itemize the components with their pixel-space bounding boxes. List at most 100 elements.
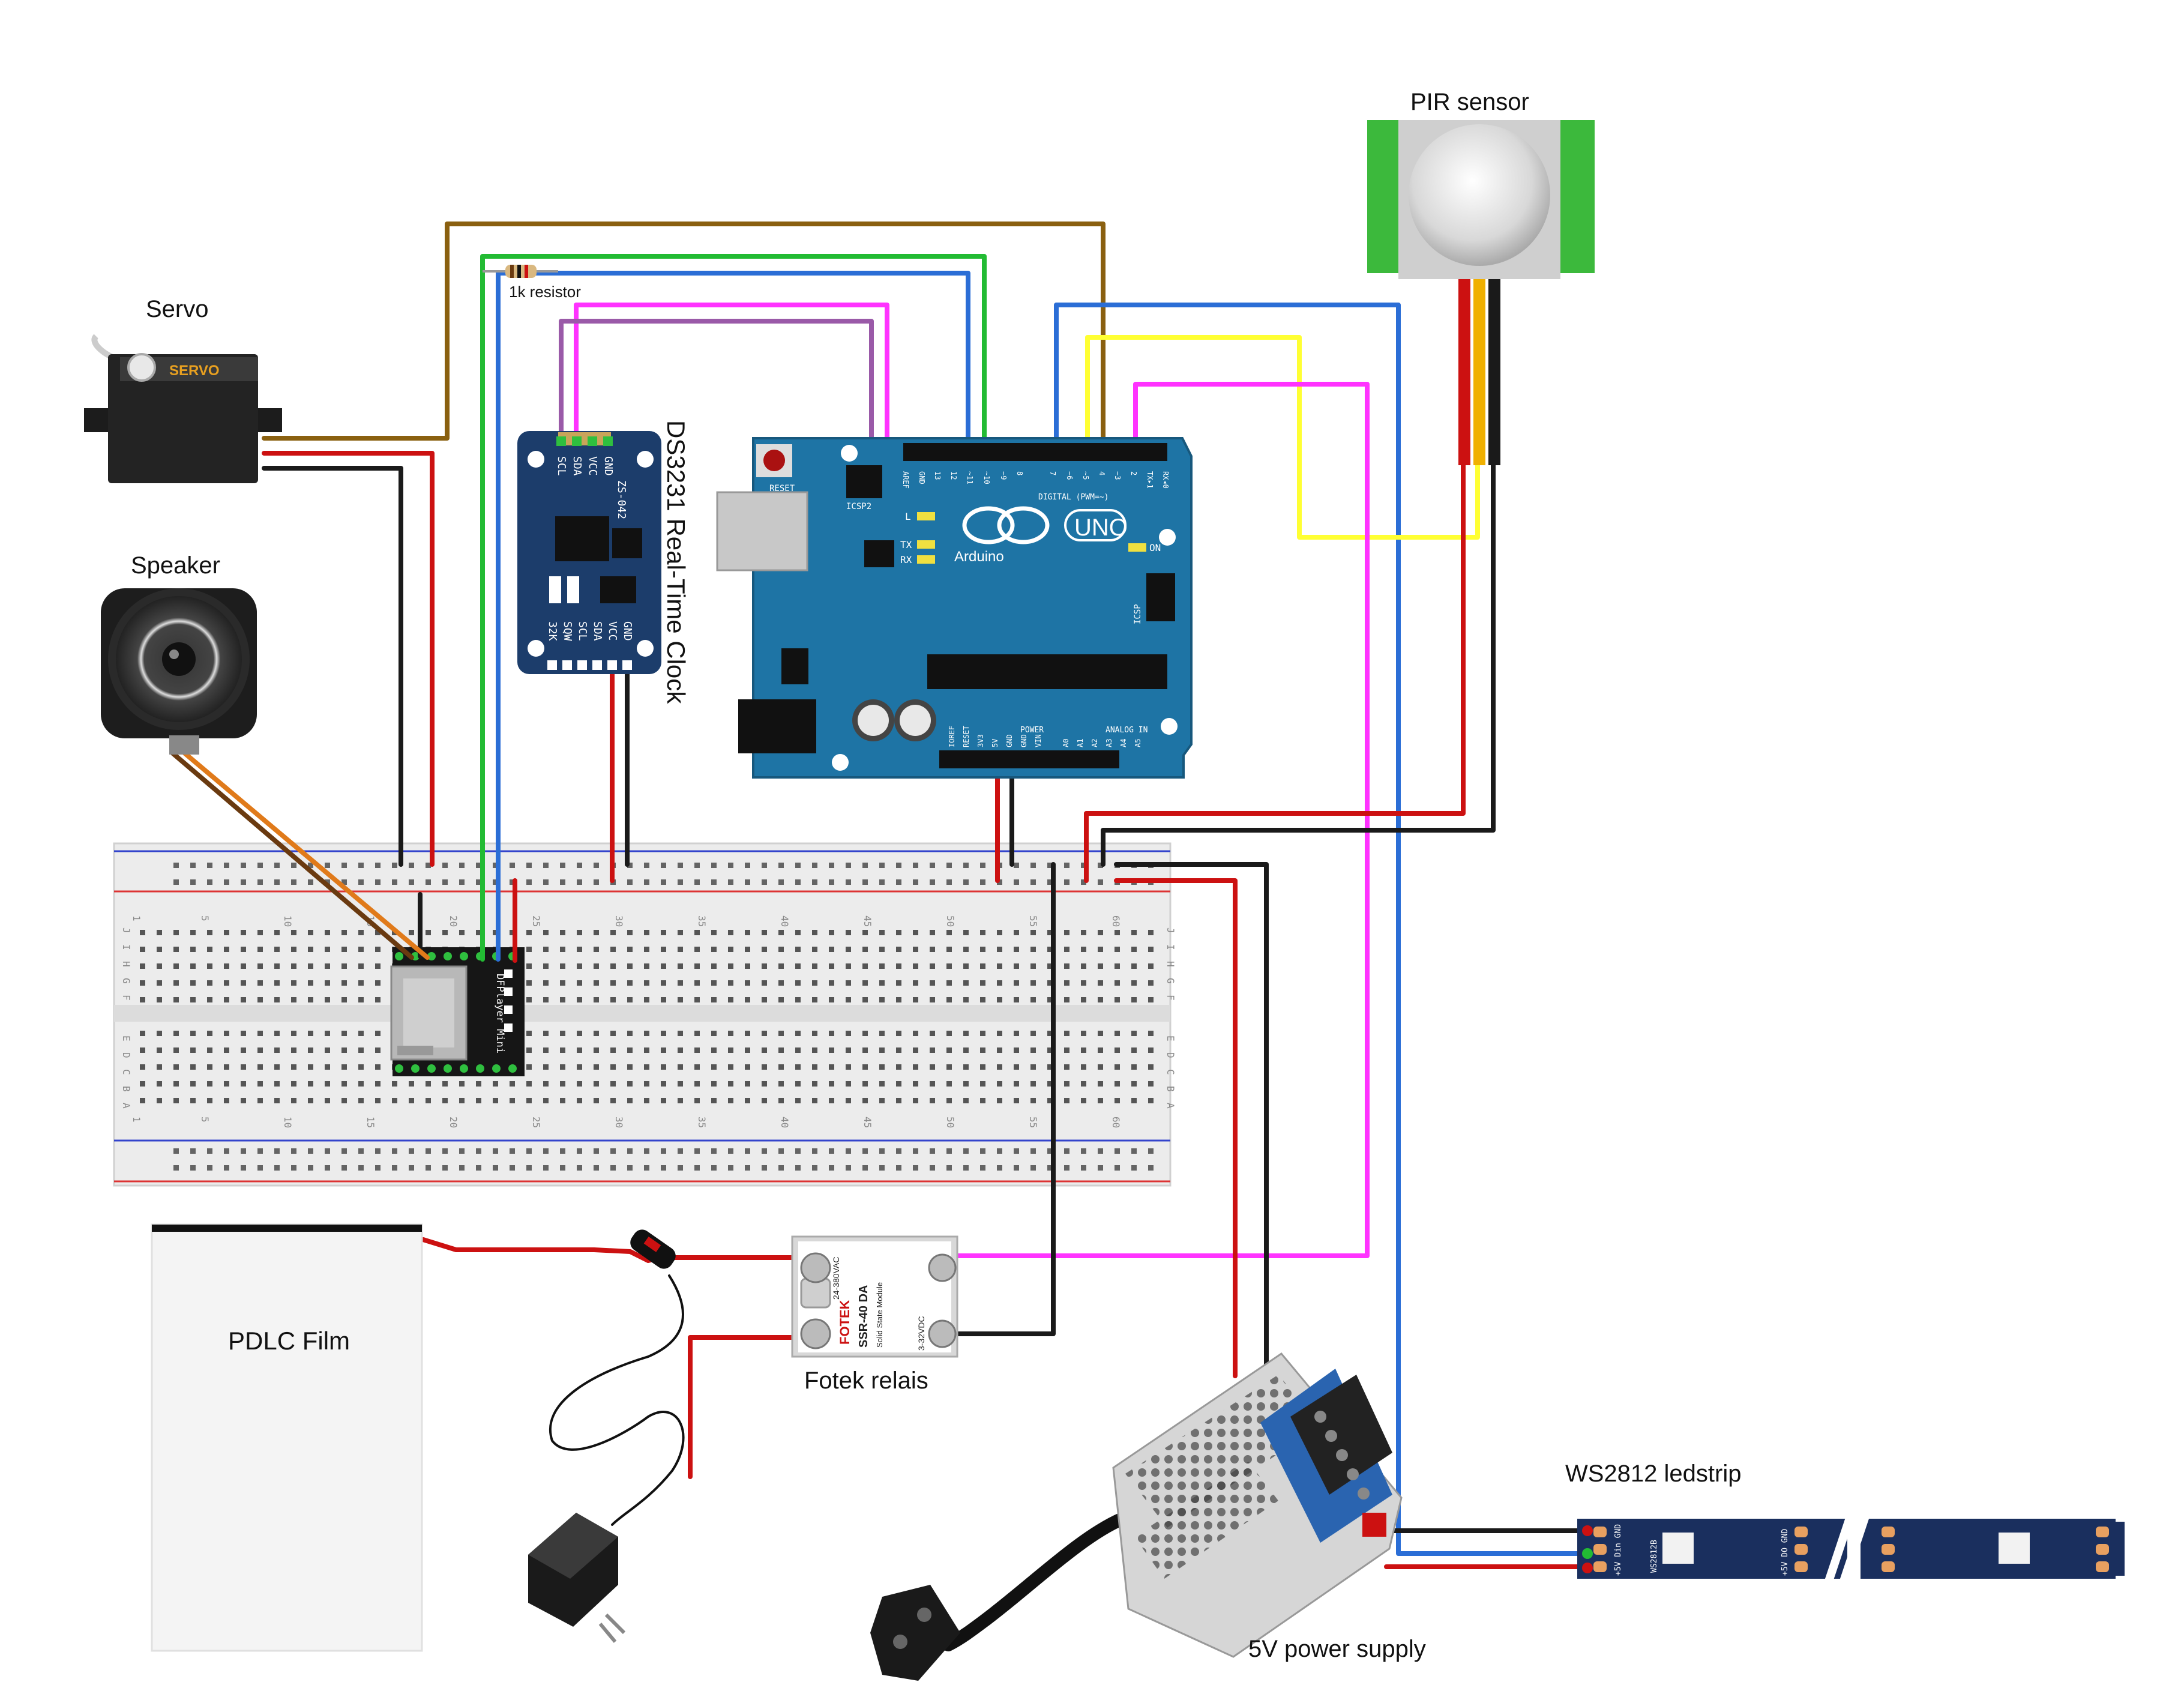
arduino-top-pin-label: TX▸1 <box>1146 471 1154 489</box>
rtc-bottom-pin-label: VCC <box>606 621 619 641</box>
arduino-top-pin-label: 13 <box>933 471 942 480</box>
breadboard-column-number: 10 <box>282 915 293 927</box>
rtc-bottom-pin <box>547 660 557 670</box>
breadboard-column-number: 60 <box>1110 915 1122 927</box>
rtc-bottom-pin-label: SDA <box>591 621 604 641</box>
rtc-top-pin <box>572 436 582 446</box>
breadboard-row-letter: F <box>1165 995 1176 1001</box>
relay-brand: FOTEK <box>837 1300 852 1345</box>
label-servo: Servo <box>146 296 209 322</box>
breadboard-column-number: 45 <box>862 1117 873 1128</box>
arduino-bottom-pin-label: VIN <box>1034 734 1042 747</box>
wire-servo-gnd <box>262 466 403 867</box>
rtc-top-pin-label: GND <box>602 456 615 476</box>
arduino-bottom-pin-label: GND <box>1020 734 1028 747</box>
ac-adapter <box>528 1513 626 1643</box>
rtc-bottom-pin-label: GND <box>621 621 634 641</box>
resistor-1k <box>483 265 558 278</box>
arduino-top-pin-label: ~6 <box>1065 471 1074 480</box>
breadboard-column-number: 1 <box>131 1117 142 1123</box>
rtc-top-pin-label: SCL <box>555 456 568 476</box>
ledstrip-chip: WS2812B <box>1650 1540 1659 1573</box>
label-relay: Fotek relais <box>804 1367 928 1394</box>
breadboard-column-number: 10 <box>282 1117 293 1128</box>
rtc-bottom-pin <box>622 660 632 670</box>
arduino-icsp-label: ICSP <box>1133 604 1143 624</box>
arduino-bottom-pin-label: A3 <box>1105 739 1113 747</box>
wire-led-data <box>1054 303 1593 1556</box>
breadboard-column-number: 1 <box>131 915 142 921</box>
relay-model: SSR-40 DA <box>857 1285 870 1348</box>
arduino-bottom-pin-label: 3V3 <box>976 734 985 747</box>
wire-pdlc-switch <box>421 1237 795 1263</box>
breadboard-column-number: 55 <box>1027 915 1039 927</box>
arduino-top-pin-label: 4 <box>1098 471 1106 475</box>
servo-brand: SERVO <box>169 363 220 379</box>
ws2812-ledstrip: +5V Din GND +5V DO GND WS2812B <box>1577 1511 2125 1587</box>
wire-psu-vcc-bb <box>1114 878 1238 1378</box>
wire-rtc-scl <box>559 319 874 450</box>
breadboard-column-number: 35 <box>696 915 708 927</box>
breadboard-row-letter: A <box>121 1103 132 1109</box>
breadboard-column-number: 50 <box>945 1117 956 1128</box>
arduino-led-rx: RX <box>900 554 912 565</box>
rtc-bottom-pin-label: 32K <box>546 621 559 641</box>
breadboard-column-number: 40 <box>779 1117 790 1128</box>
arduino-bottom-pin-label: A0 <box>1062 739 1070 747</box>
label-ledstrip: WS2812 ledstrip <box>1565 1460 1741 1487</box>
breadboard-row-letter: E <box>121 1035 132 1041</box>
breadboard-row-letter: G <box>121 978 132 984</box>
relay-sub: Solid State Module <box>875 1282 884 1348</box>
component-labels: Servo Speaker PIR sensor DS3231 Real-Tim… <box>131 89 1741 1662</box>
rtc-bottom-pin <box>607 660 617 670</box>
breadboard-column-number: 30 <box>613 1117 625 1128</box>
breadboard-column-number: 45 <box>862 915 873 927</box>
wire-adapter-cable <box>549 1274 685 1526</box>
breadboard-row-letter: G <box>1165 978 1176 984</box>
relay-dc: 3-32VDC <box>916 1316 926 1351</box>
arduino-icsp2-label: ICSP2 <box>846 502 871 511</box>
wire-relay-control <box>952 382 1370 1258</box>
wires <box>170 222 1593 1651</box>
inline-switch <box>630 1229 676 1269</box>
rtc-bottom-pin <box>592 660 602 670</box>
breadboard-column-number: 25 <box>531 1117 542 1128</box>
breadboard-column-number: 25 <box>531 915 542 927</box>
arduino-top-pin-label: GND <box>918 471 926 484</box>
breadboard-column-number: 40 <box>779 915 790 927</box>
arduino-on-label: ON <box>1149 542 1161 553</box>
rtc-top-pin-label: VCC <box>586 456 599 476</box>
arduino-bottom-pin-label: A4 <box>1119 739 1128 747</box>
breadboard-row-letter: B <box>1165 1086 1176 1092</box>
breadboard-row-letter: B <box>121 1086 132 1092</box>
label-rtc: DS3231 Real-Time Clock <box>662 420 690 704</box>
wire-relay-gnd <box>952 862 1056 1336</box>
label-pir: PIR sensor <box>1410 89 1529 115</box>
breadboard-row-letter: A <box>1165 1103 1176 1109</box>
wire-pir-gnd <box>1101 463 1496 867</box>
arduino-bottom-pin-label: A5 <box>1134 739 1142 747</box>
label-resistor: 1k resistor <box>509 283 581 301</box>
pdlc-film <box>151 1223 423 1652</box>
breadboard-row-letter: C <box>1165 1069 1176 1075</box>
label-psu: 5V power supply <box>1248 1636 1426 1662</box>
breadboard-column-number: 15 <box>365 1117 376 1128</box>
rtc-bottom-pin <box>577 660 587 670</box>
arduino-digital-label: DIGITAL (PWM=~) <box>1038 493 1109 502</box>
servo-motor: SERVO <box>84 334 282 483</box>
breadboard-row-letter: D <box>1165 1052 1176 1058</box>
arduino-power-label: POWER <box>1020 726 1044 735</box>
ledstrip-pins-right: +5V DO GND <box>1781 1529 1790 1576</box>
breadboard-row-letter: E <box>1165 1035 1176 1041</box>
arduino-top-pin-label: 12 <box>949 471 958 480</box>
breadboard-column-number: 20 <box>448 915 459 927</box>
breadboard-column-number: 50 <box>945 915 956 927</box>
dfplayer-module: DFPlayer Mini <box>390 947 525 1076</box>
arduino-led-tx: TX <box>900 539 912 550</box>
fotek-relay: FOTEK SSR-40 DA Solid State Module 24-38… <box>791 1235 958 1358</box>
